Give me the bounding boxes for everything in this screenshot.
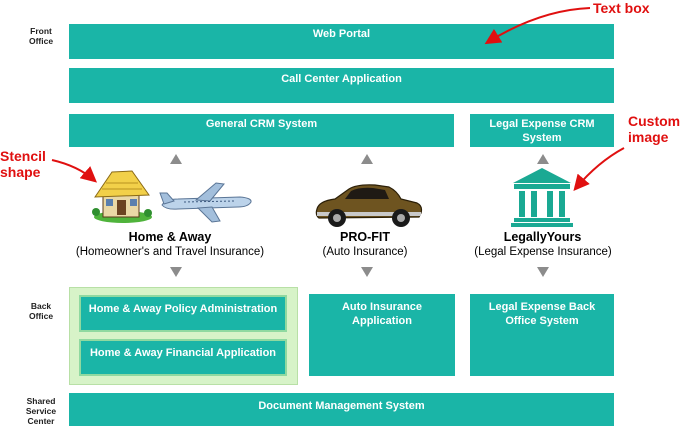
product-sub-home-away: (Homeowner's and Travel Insurance) [75,246,265,258]
callout-stencil: Stencil shape [0,148,46,180]
house-icon [92,170,152,223]
callout-custom-image: Custom image [628,113,680,145]
callout-arrow-stencil [51,159,98,183]
legal-crm-box[interactable]: Legal Expense CRM System [470,114,614,147]
arrow-down-legally-yours [537,267,549,277]
legal-crm-label-line2: System [522,132,562,144]
arrow-up-legally-yours [537,154,549,164]
arrow-up-home-away [170,154,182,164]
legal-crm-label-line1: Legal Expense CRM [489,118,595,130]
call-center-box[interactable]: Call Center Application [69,68,614,103]
policy-admin-box[interactable]: Home & Away Policy Administration [79,295,287,332]
legal-back-label-line1: Legal Expense Back [488,301,596,313]
tier-label-line: Office [28,311,54,321]
car-icon [315,184,423,227]
tier-label-front-office: Front Office [21,26,61,46]
callout-custom-image-line: Custom [628,113,681,129]
tier-label-line: Service [25,406,57,416]
auto-app-label-line1: Auto Insurance [341,301,423,313]
arrow-up-profit [361,154,373,164]
callout-arrow-custom-image [573,147,625,192]
courthouse-icon [511,168,573,227]
callout-stencil-line: Stencil [0,148,46,164]
document-mgmt-label: Document Management System [258,400,425,412]
callout-arrow-text-box [484,7,591,45]
financial-app-box[interactable]: Home & Away Financial Application [79,339,287,376]
arrow-down-profit [361,267,373,277]
product-sub-profit: (Auto Insurance) [322,246,408,258]
legal-back-label-line2: Office System [505,315,579,327]
tier-label-back-office: Back Office [21,301,61,321]
product-sub-legally-yours: (Legal Expense Insurance) [474,246,612,258]
tier-label-line: Back [30,301,52,311]
call-center-label: Call Center Application [281,73,402,85]
callout-text-box: Text box [593,0,650,16]
web-portal-label: Web Portal [312,28,371,40]
arrow-down-home-away [170,267,182,277]
tier-label-line: Shared [26,396,56,406]
tier-label-line: Office [28,36,54,46]
tier-label-line: Center [27,416,55,426]
tier-label-shared-service: Shared Service Center [21,396,61,426]
auto-app-box[interactable]: Auto Insurance Application [309,294,455,376]
policy-admin-label: Home & Away Policy Administration [88,303,278,315]
callout-stencil-line: shape [0,164,41,180]
web-portal-box[interactable]: Web Portal [69,24,614,59]
product-name-legally-yours: LegallyYours [503,230,582,244]
financial-app-label: Home & Away Financial Application [89,347,277,359]
product-name-profit: PRO-FIT [340,230,390,244]
legal-back-box[interactable]: Legal Expense Back Office System [470,294,614,376]
product-name-home-away: Home & Away [128,230,212,244]
callout-custom-image-line: image [628,129,669,145]
general-crm-box[interactable]: General CRM System [69,114,454,147]
document-mgmt-box[interactable]: Document Management System [69,393,614,426]
auto-app-label-line2: Application [352,315,412,327]
tier-label-line: Front [30,26,52,36]
airplane-icon [159,182,252,223]
general-crm-label: General CRM System [205,118,318,130]
